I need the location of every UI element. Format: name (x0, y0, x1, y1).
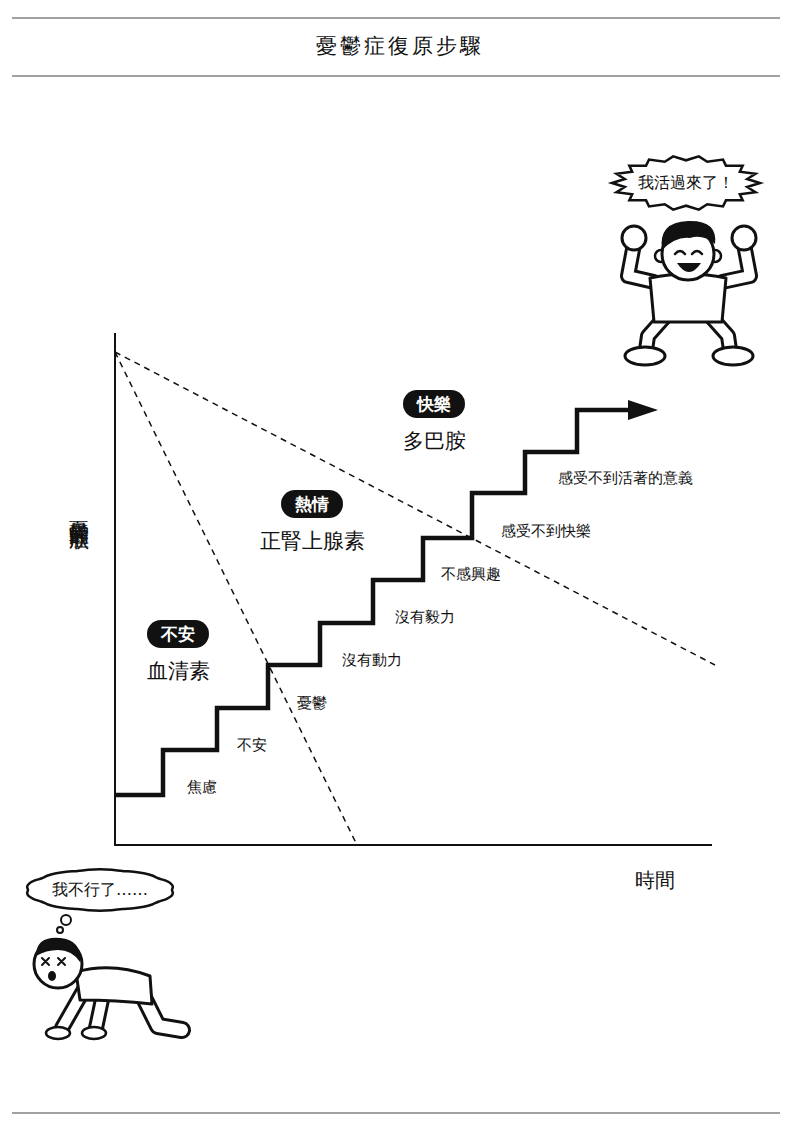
figure-shirt (76, 968, 152, 1004)
hormone-tag: 快樂多巴胺 (354, 390, 514, 470)
tag-label: 快樂 (403, 390, 465, 418)
figure-hair (662, 221, 716, 250)
figure-mouth (677, 263, 701, 272)
figure-foot (713, 347, 753, 365)
cloud-bubble-shape (27, 869, 173, 910)
spiky-bubble-shape (612, 156, 760, 209)
hormone-tag: 熱情正腎上腺素 (232, 490, 392, 570)
arrow-head (628, 400, 658, 420)
step-label: 感受不到快樂 (501, 522, 591, 541)
figure-mouth (48, 971, 56, 981)
rule-line (12, 75, 780, 76)
figure-fist (622, 226, 646, 250)
figure-hand (82, 1027, 106, 1039)
crawling-figure (34, 938, 182, 1039)
bubble-tail (57, 927, 63, 933)
dashed-boundary (115, 352, 357, 845)
speech-text: 我不行了…… (52, 880, 148, 901)
axis-label: 時間 (635, 867, 675, 894)
figure-eyes (42, 958, 65, 965)
step-label: 感受不到活著的意義 (558, 469, 693, 488)
speech-text: 我活過來了！ (638, 173, 734, 194)
dashed-boundary (115, 352, 715, 665)
rule-line (12, 17, 780, 18)
step-label: 不安 (237, 736, 267, 755)
hormone-name: 正腎上腺素 (260, 528, 365, 554)
axis-label: 憂鬱症的症狀 (67, 504, 94, 516)
figure-hand (46, 1027, 70, 1039)
bubble-tail (61, 915, 71, 925)
speech-bubble: 我不行了…… (22, 864, 178, 916)
step-label: 沒有毅力 (395, 608, 455, 627)
diagram-title: 憂鬱症復原步驟 (0, 32, 800, 60)
hormone-name: 多巴胺 (403, 428, 466, 454)
chart-axes (115, 333, 712, 845)
figure-eyes (675, 251, 702, 254)
recovery-staircase (115, 410, 634, 795)
tag-label: 熱情 (281, 490, 343, 518)
tag-label: 不安 (147, 620, 209, 648)
hormone-name: 血清素 (147, 658, 210, 684)
step-label: 沒有動力 (342, 651, 402, 670)
figure-foot (625, 347, 665, 365)
step-label: 憂鬱 (297, 694, 327, 713)
figure-fist (732, 226, 756, 250)
rule-line (12, 1112, 780, 1113)
step-label: 焦慮 (187, 778, 217, 797)
cheering-figure (622, 221, 756, 365)
step-label: 不感興趣 (441, 565, 501, 584)
speech-bubble: 我活過來了！ (610, 154, 762, 212)
hormone-tag: 不安血清素 (98, 620, 258, 700)
